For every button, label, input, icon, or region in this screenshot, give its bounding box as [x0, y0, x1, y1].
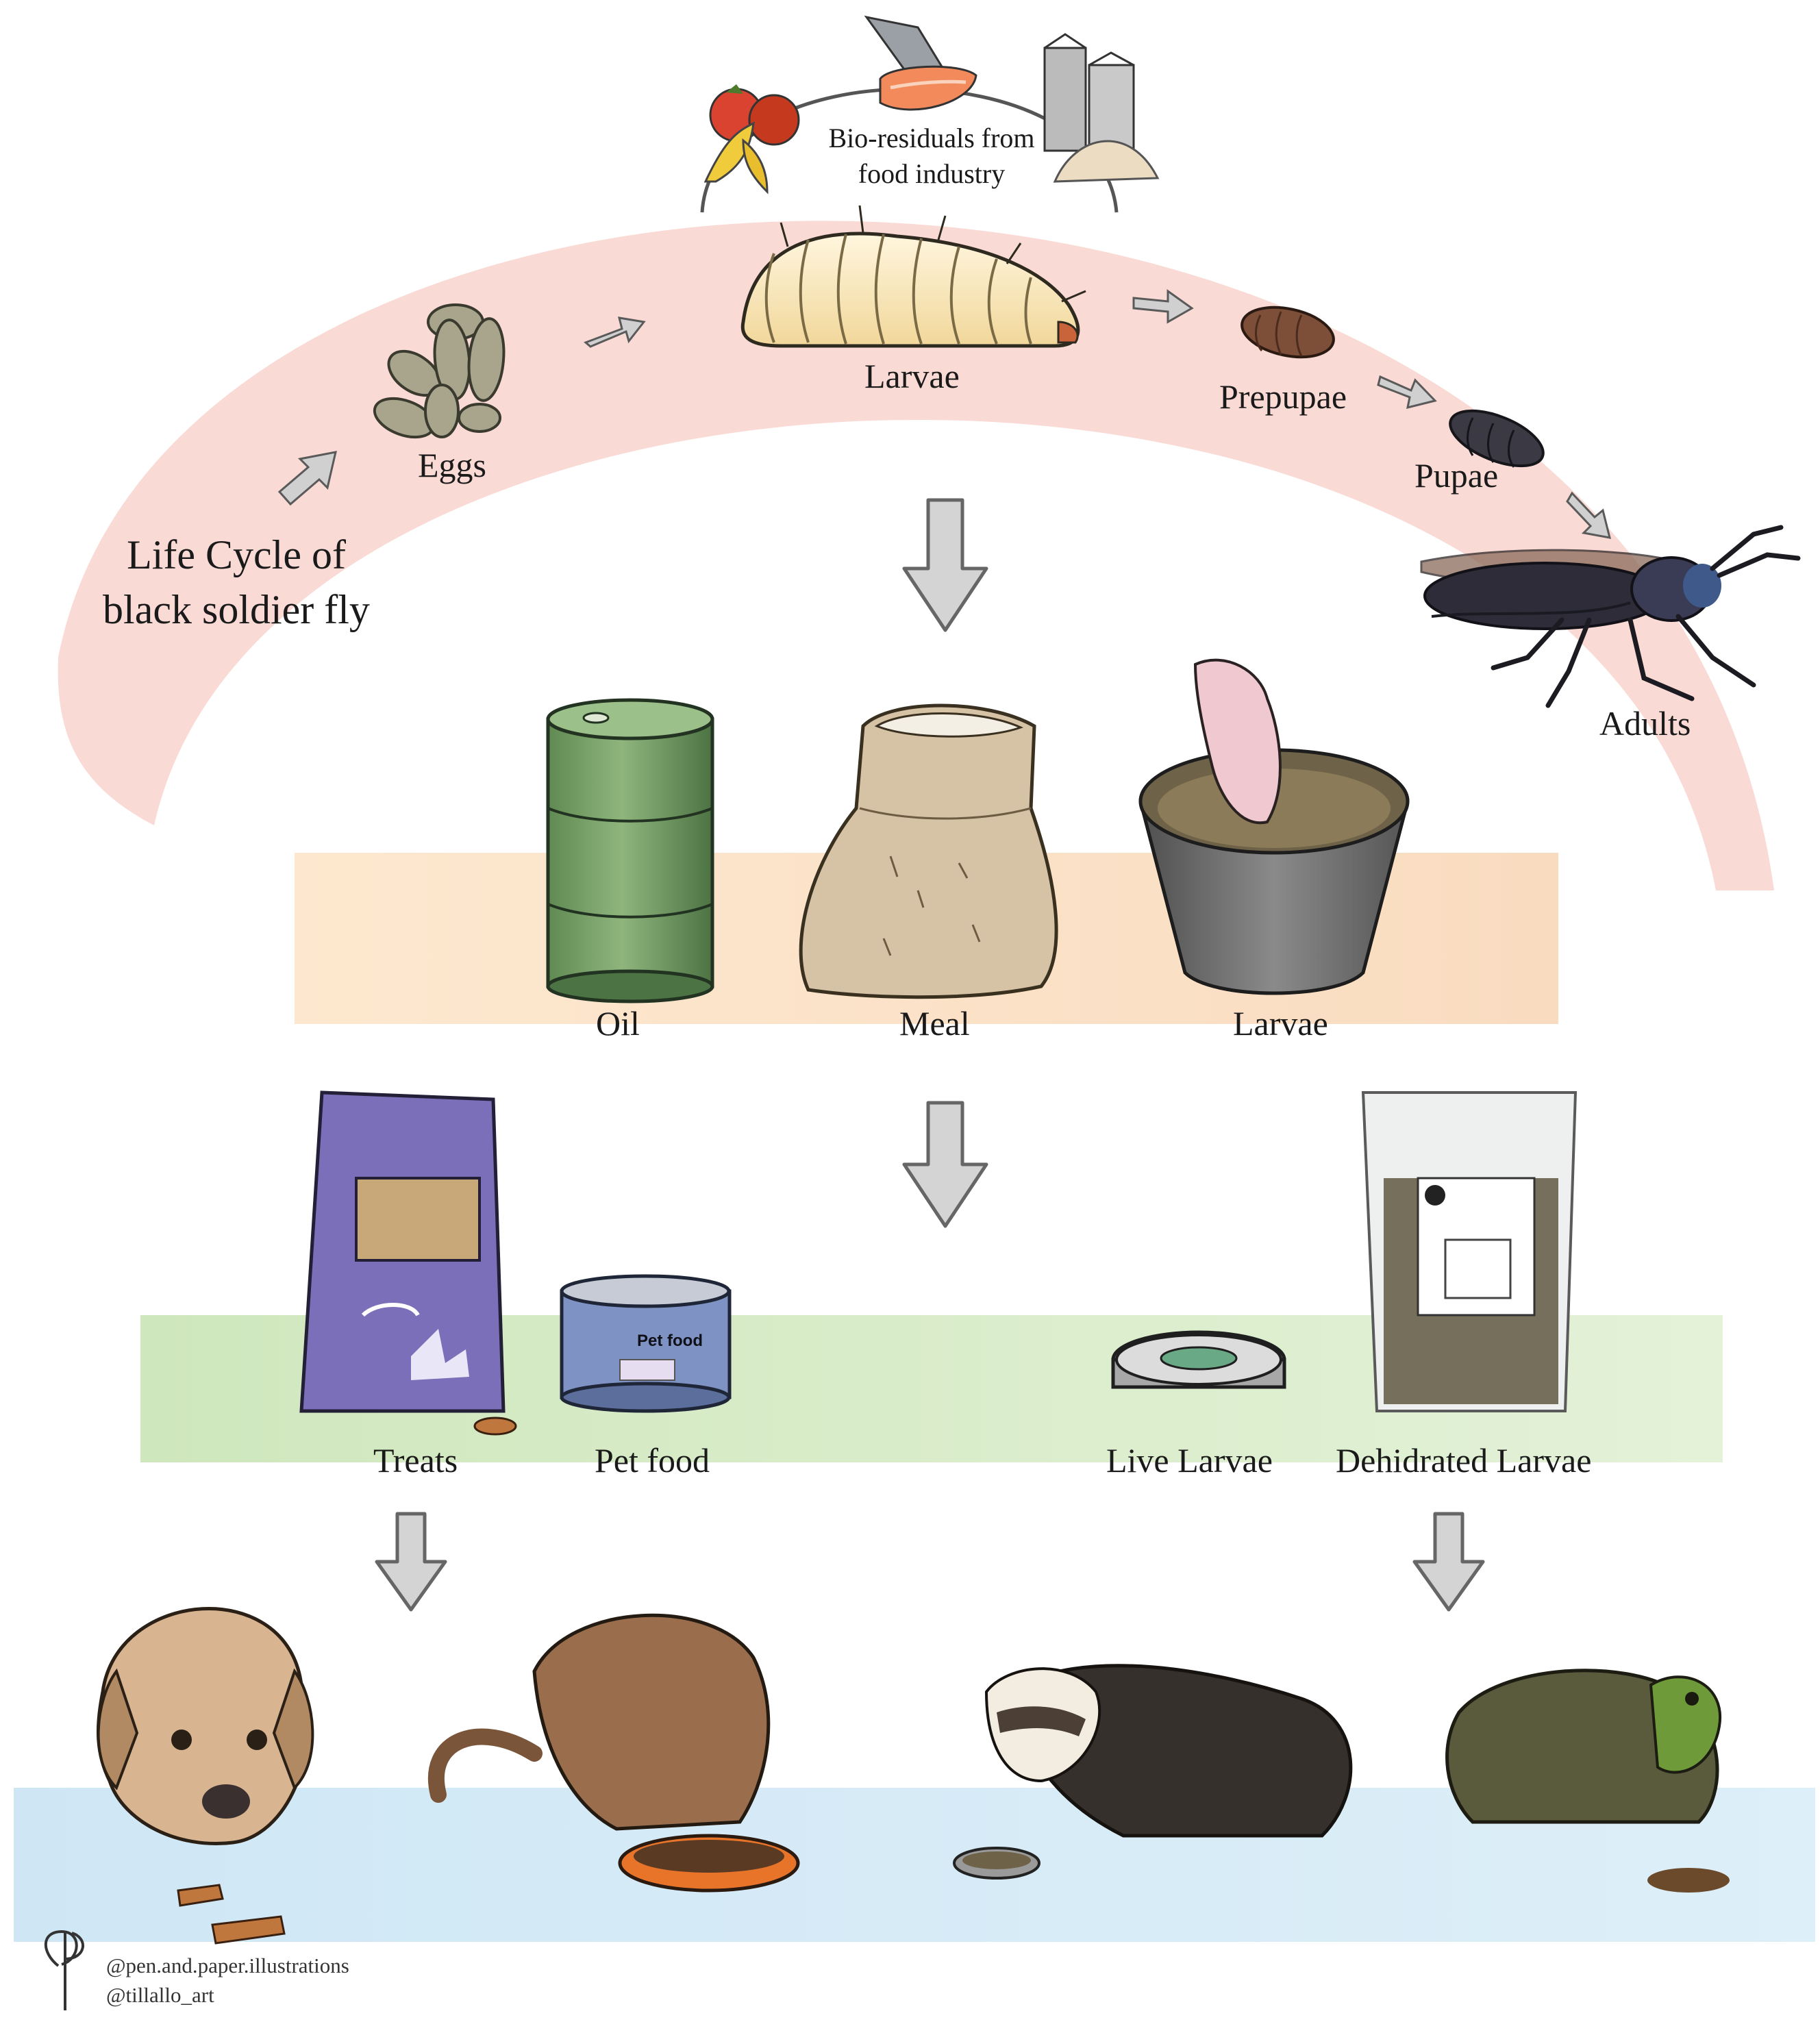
can-label: Pet food: [637, 1332, 703, 1350]
eggs-illustration: [373, 303, 506, 439]
stage-label-prepupae: Prepupae: [1219, 377, 1347, 416]
meal-sack-illustration: [799, 703, 1058, 999]
oil-barrel-illustration: [546, 698, 714, 1003]
treats-bag-illustration: [299, 1090, 517, 1436]
pet-label-dehydrated-larvae: Dehidrated Larvae: [1336, 1441, 1592, 1480]
arrow-larvae-to-products: [902, 498, 988, 632]
cat-illustration: [427, 1613, 800, 1893]
process-arrows: [375, 498, 1485, 1612]
dog-illustration: [96, 1607, 314, 1945]
stage-label-adults: Adults: [1599, 704, 1691, 742]
artist-logo: [44, 1930, 84, 2010]
ferret-illustration: [953, 1664, 1353, 1880]
larva-illustration: [740, 205, 1086, 348]
product-label-larvae: Larvae: [1233, 1004, 1328, 1043]
bio-residuals-line2: food industry: [858, 158, 1006, 189]
arrow-to-larvae: [584, 316, 646, 348]
pet-food-can-illustration: Pet food: [560, 1274, 732, 1413]
prepupa-illustration: [1241, 305, 1335, 359]
product-label-oil: Oil: [596, 1004, 640, 1043]
arrow-to-prepupae: [1132, 289, 1194, 324]
pet-label-live-larvae: Live Larvae: [1106, 1441, 1273, 1480]
stage-label-pupae: Pupae: [1414, 456, 1499, 495]
credit-line2: @tillallo_art: [106, 1983, 214, 2007]
stage-label-eggs: Eggs: [418, 446, 486, 484]
arrow-products-to-pet: [902, 1101, 988, 1228]
arrow-larvae-to-ferret: [1412, 1512, 1485, 1612]
live-larvae-tin-illustration: [1111, 1330, 1286, 1389]
bio-residuals-line1: Bio-residuals from: [828, 123, 1035, 153]
product-label-meal: Meal: [899, 1004, 970, 1043]
stage-label-larvae: Larvae: [864, 357, 960, 395]
pupa-illustration: [1449, 409, 1545, 468]
life-cycle-title: Life Cycle of black soldier fly: [79, 527, 394, 637]
arrow-to-adults: [1566, 491, 1612, 539]
turtle-illustration: [1445, 1669, 1730, 1893]
arrow-to-eggs: [277, 451, 337, 506]
title-line1: Life Cycle of: [127, 532, 346, 577]
pet-label-treats: Treats: [373, 1441, 458, 1480]
lifecycle-arrows: [277, 289, 1612, 539]
arrow-treats-to-dog: [375, 1512, 447, 1612]
dehydrated-larvae-bag-illustration: [1361, 1091, 1578, 1412]
pet-label-pet-food: Pet food: [595, 1441, 710, 1480]
credit-line1: @pen.and.paper.illustrations: [106, 1954, 349, 1977]
adult-fly-illustration: [1420, 525, 1801, 708]
larvae-bowl-illustration: [1138, 658, 1410, 995]
title-line2: black soldier fly: [103, 587, 370, 632]
arrow-to-pupae: [1377, 375, 1437, 410]
bio-residuals-label: Bio-residuals from food industry: [819, 121, 1045, 192]
bio-residuals-illustration: [700, 15, 1160, 213]
